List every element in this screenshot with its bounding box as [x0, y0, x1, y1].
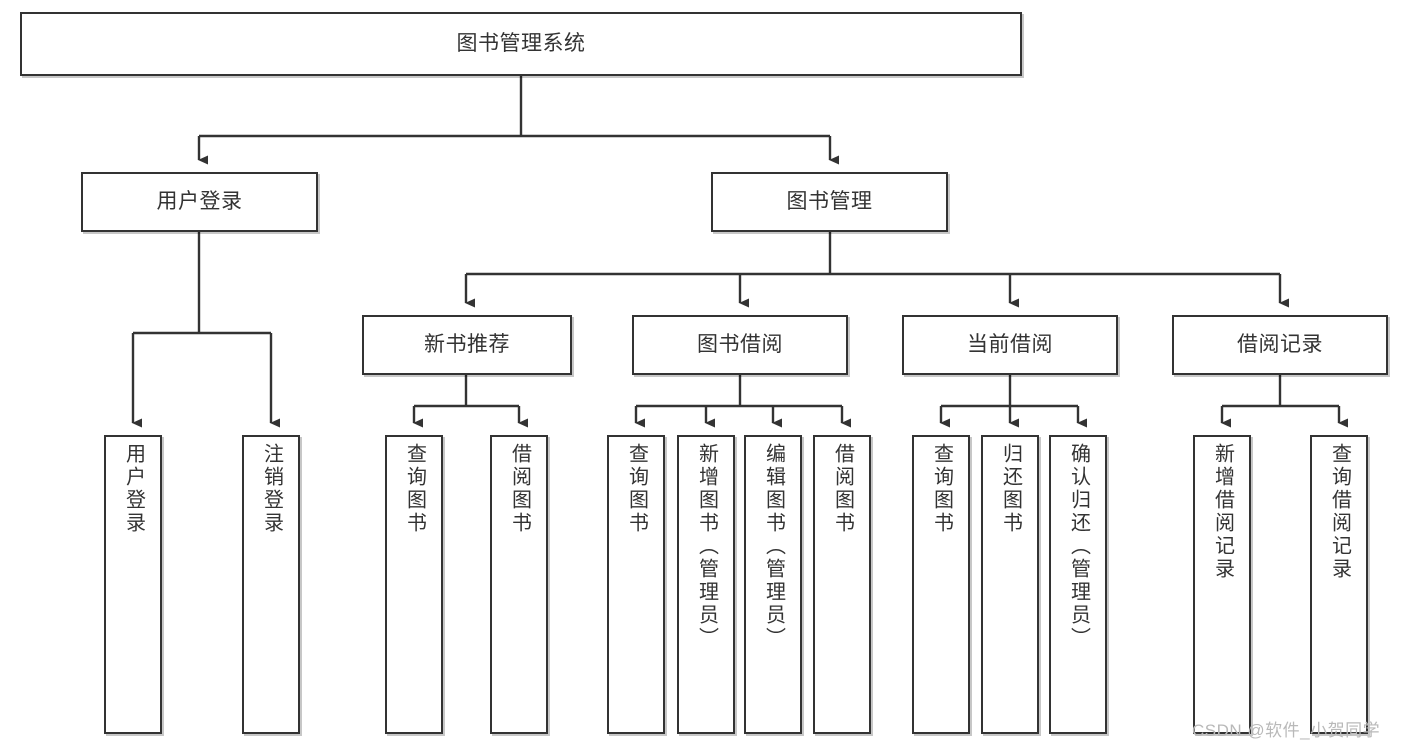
node-label: 新书推荐 [424, 332, 510, 356]
node-label: 查询图书 [625, 443, 648, 535]
node-leaf-query-book-1[interactable]: 查询图书 [385, 435, 443, 734]
node-leaf-edit-book-admin[interactable]: 编辑图书（管理员） [744, 435, 802, 734]
node-label: 注销登录 [260, 443, 283, 535]
node-current-borrow[interactable]: 当前借阅 [902, 315, 1118, 375]
node-book-borrow[interactable]: 图书借阅 [632, 315, 848, 375]
node-label: 图书借阅 [697, 332, 783, 356]
node-root-system[interactable]: 图书管理系统 [20, 12, 1022, 76]
node-leaf-query-borrow-record[interactable]: 查询借阅记录 [1310, 435, 1368, 734]
node-borrow-record[interactable]: 借阅记录 [1172, 315, 1388, 375]
node-user-login[interactable]: 用户登录 [81, 172, 318, 232]
node-label: 新增图书（管理员） [695, 443, 718, 650]
node-leaf-query-book-3[interactable]: 查询图书 [912, 435, 970, 734]
node-leaf-user-login[interactable]: 用户登录 [104, 435, 162, 734]
node-label: 查询图书 [403, 443, 426, 535]
node-leaf-query-book-2[interactable]: 查询图书 [607, 435, 665, 734]
node-label: 借阅图书 [508, 443, 531, 535]
node-label: 当前借阅 [967, 332, 1053, 356]
node-label: 编辑图书（管理员） [762, 443, 785, 650]
node-leaf-confirm-return-admin[interactable]: 确认归还（管理员） [1049, 435, 1107, 734]
node-label: 借阅记录 [1237, 332, 1323, 356]
csdn-watermark: CSDN @软件_小贺同学 [1192, 721, 1381, 740]
node-label: 查询借阅记录 [1328, 443, 1351, 581]
node-leaf-borrow-book-1[interactable]: 借阅图书 [490, 435, 548, 734]
node-label: 图书管理 [786, 189, 873, 213]
node-book-management[interactable]: 图书管理 [711, 172, 948, 232]
node-leaf-borrow-book-2[interactable]: 借阅图书 [813, 435, 871, 734]
node-label: 用户登录 [122, 443, 145, 535]
node-new-book-recommend[interactable]: 新书推荐 [362, 315, 572, 375]
node-leaf-return-book[interactable]: 归还图书 [981, 435, 1039, 734]
node-label: 用户登录 [156, 189, 243, 213]
node-label: 借阅图书 [831, 443, 854, 535]
node-leaf-add-borrow-record[interactable]: 新增借阅记录 [1193, 435, 1251, 734]
node-label: 归还图书 [999, 443, 1022, 535]
node-label: 图书管理系统 [456, 31, 586, 55]
node-leaf-logout-login[interactable]: 注销登录 [242, 435, 300, 734]
node-label: 查询图书 [930, 443, 953, 535]
node-label: 新增借阅记录 [1211, 443, 1234, 581]
node-label: 确认归还（管理员） [1067, 443, 1090, 650]
node-leaf-add-book-admin[interactable]: 新增图书（管理员） [677, 435, 735, 734]
